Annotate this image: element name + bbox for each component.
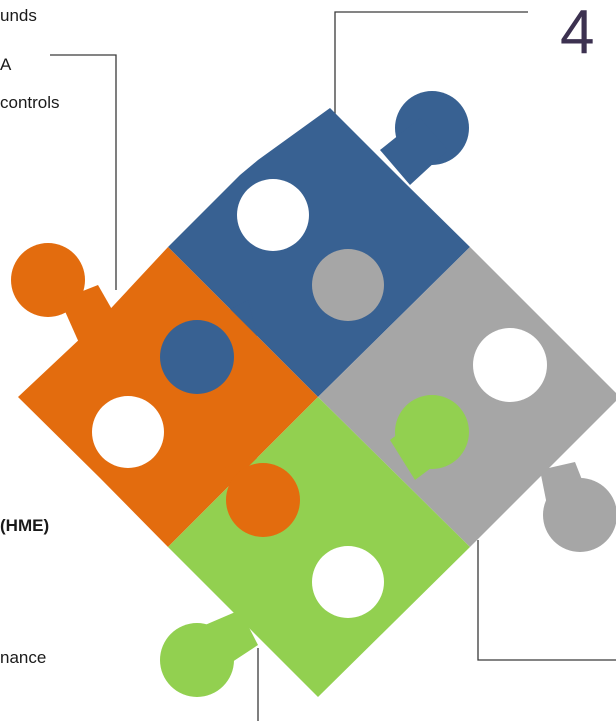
connector-line-top (334, 11, 528, 118)
callout-text-top-left-1: unds (0, 6, 37, 25)
green-puzzle-piece (160, 395, 470, 697)
blue-puzzle-piece (160, 91, 470, 397)
connector-line-right (477, 540, 616, 661)
connector-line-left (50, 54, 117, 290)
callout-text-bottom-left: nance (0, 648, 47, 667)
step-number-label: 4 (560, 0, 595, 67)
callout-text-top-left-2: A (0, 55, 12, 74)
callout-text-top-left-3: controls (0, 93, 60, 112)
callout-text-hme: (HME) (0, 516, 50, 535)
gray-puzzle-piece (312, 247, 616, 552)
